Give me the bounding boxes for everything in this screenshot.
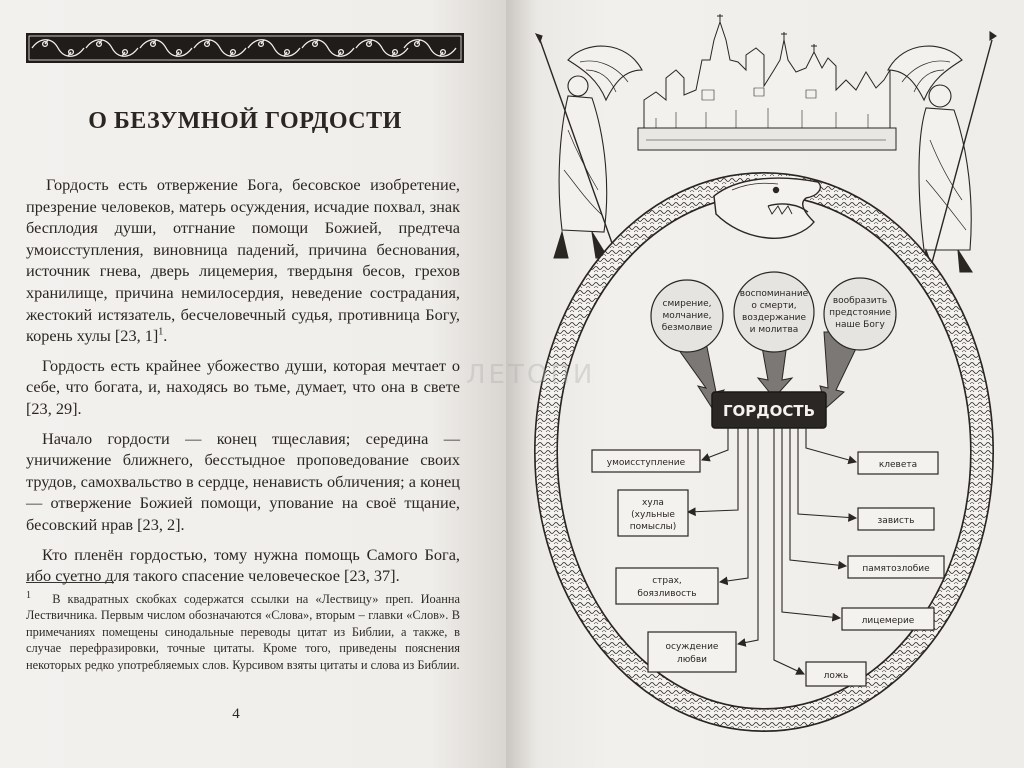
paragraph-1: Гордость есть отвержение Бога, бесовское…	[26, 175, 460, 346]
item-box-right-4: лицемерие	[841, 607, 935, 631]
pride-diagram-illustration: смирение, молчание, безмолвие воспоминан…	[534, 14, 997, 732]
svg-text:помыслы): помыслы)	[630, 522, 677, 532]
svg-text:воспоминание: воспоминание	[740, 289, 809, 299]
item-box-left-3: страх, боязливость	[615, 567, 719, 605]
item-box-left-2: хула (хульные помыслы)	[617, 489, 689, 537]
svg-text:воздержание: воздержание	[742, 313, 806, 323]
paragraph-3: Начало гордости — конец тщеславия; серед…	[26, 428, 460, 534]
svg-text:и молитва: и молитва	[750, 325, 799, 335]
svg-text:безмолвие: безмолвие	[662, 323, 713, 333]
footnote: 1 В квадратных скобках содержатся ссылки…	[26, 589, 460, 672]
connector-lines	[686, 428, 858, 675]
svg-text:о смерти,: о смерти,	[751, 301, 796, 311]
chapter-title: О БЕЗУМНОЙ ГОРДОСТИ	[88, 108, 402, 134]
city-skyline-drawing	[637, 14, 897, 151]
watermark: ЛЕТОПИ	[466, 360, 596, 390]
footnote-marker[interactable]: 1	[158, 326, 164, 338]
svg-text:клевета: клевета	[879, 460, 917, 470]
svg-text:осуждение: осуждение	[666, 642, 719, 652]
floral-ornament-band	[26, 33, 464, 63]
item-box-right-1: клевета	[857, 451, 939, 475]
svg-text:вообразить: вообразить	[833, 296, 887, 306]
footnote-divider	[26, 582, 114, 583]
item-box-left-4: осуждение любви	[647, 631, 737, 673]
right-page: смирение, молчание, безмолвие воспоминан…	[506, 0, 1024, 768]
remedy-circle-2: воспоминание о смерти, воздержание и мол…	[733, 271, 815, 353]
svg-text:зависть: зависть	[878, 516, 915, 526]
svg-text:хула: хула	[642, 498, 664, 508]
svg-text:лицемерие: лицемерие	[862, 616, 915, 626]
svg-text:страх,: страх,	[652, 576, 682, 586]
svg-text:ложь: ложь	[824, 671, 849, 681]
svg-text:боязливость: боязливость	[637, 589, 696, 599]
page-number: 4	[232, 706, 240, 722]
svg-text:ГОРДОСТЬ: ГОРДОСТЬ	[723, 402, 815, 420]
item-box-right-2: зависть	[857, 507, 935, 531]
center-box-pride: ГОРДОСТЬ	[711, 391, 827, 429]
item-box-right-3: памятозлобие	[847, 555, 945, 579]
remedy-circle-1: смирение, молчание, безмолвие	[650, 279, 724, 353]
paragraph-4: Кто пленён гордостью, тому нужна помощь …	[26, 544, 460, 586]
serpent-head	[713, 177, 822, 239]
paragraph-2: Гордость есть крайнее убожество души, ко…	[26, 355, 460, 418]
svg-text:любви: любви	[677, 655, 707, 665]
svg-text:предстояние: предстояние	[829, 308, 891, 318]
main-text: Гордость есть отвержение Бога, бесовское…	[26, 174, 460, 595]
item-box-right-5: ложь	[805, 661, 867, 687]
svg-text:молчание,: молчание,	[662, 311, 711, 321]
left-page: О БЕЗУМНОЙ ГОРДОСТИ Гордость есть отверж…	[0, 0, 506, 768]
remedy-circle-3: вообразить предстояние наше Богу	[823, 277, 897, 351]
right-angel-drawing	[887, 30, 997, 273]
item-box-left-1: умоисступление	[591, 449, 701, 473]
left-angel-drawing	[534, 33, 643, 261]
svg-text:наше Богу: наше Богу	[835, 320, 885, 330]
svg-text:умоисступление: умоисступление	[607, 458, 686, 468]
svg-text:смирение,: смирение,	[663, 299, 712, 309]
svg-text:(хульные: (хульные	[631, 510, 675, 520]
svg-text:памятозлобие: памятозлобие	[862, 564, 930, 574]
